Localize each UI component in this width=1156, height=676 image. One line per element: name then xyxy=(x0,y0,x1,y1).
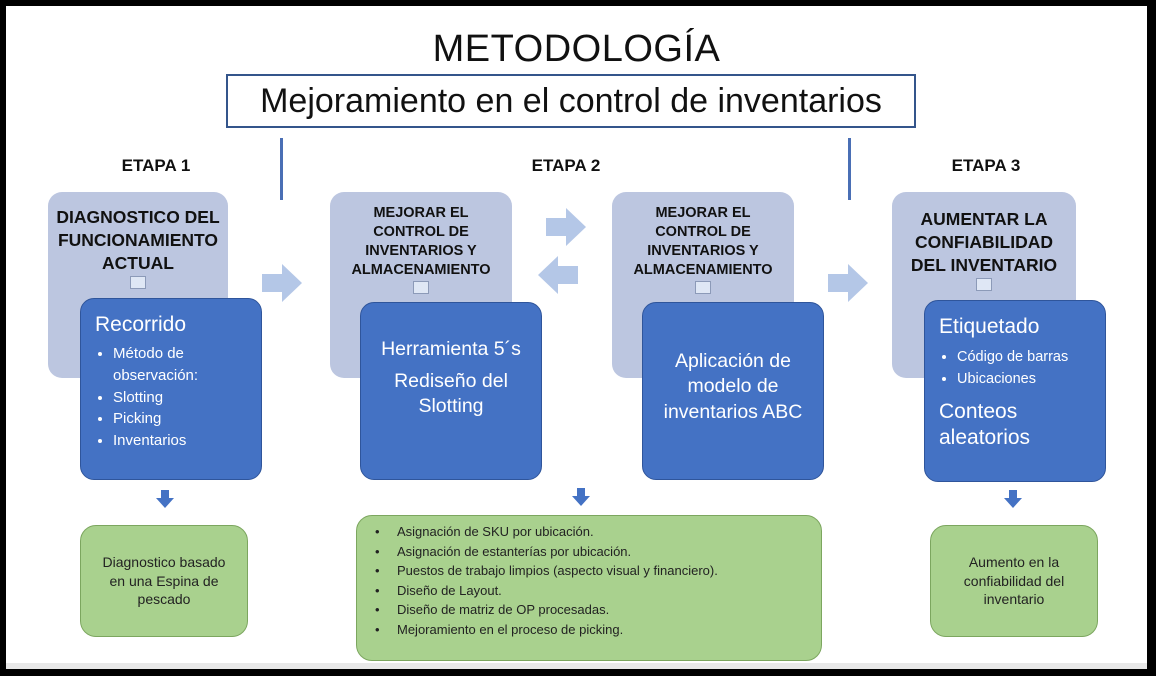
stage-3-heading: AUMENTAR LA CONFIABILIDAD DEL INVENTARIO xyxy=(910,209,1058,275)
list-item: •Asignación de SKU por ubicación. xyxy=(375,524,594,539)
list-item: Método de observación: xyxy=(113,343,251,387)
bottom-strip xyxy=(6,663,1147,669)
stage-1-label: ETAPA 1 xyxy=(121,156,191,175)
list-item: •Mejoramiento en el proceso de picking. xyxy=(375,621,624,637)
list-item: •Puestos de trabajo limpios (aspecto vis… xyxy=(375,563,718,578)
arrow-down-icon xyxy=(1004,490,1022,508)
list-item: Picking xyxy=(113,408,251,430)
stage-3-label: ETAPA 3 xyxy=(951,156,1021,175)
list-item: Ubicaciones xyxy=(957,369,1095,391)
slide: METODOLOGÍA Mejoramiento en el control d… xyxy=(6,6,1147,663)
stage-1-result: Diagnostico basado en una Espina de pesc… xyxy=(102,553,226,608)
list-item: •Diseño de Layout. xyxy=(375,582,502,598)
subtitle-text: Mejoramiento en el control de inventario… xyxy=(260,81,882,120)
subtitle-box: Mejoramiento en el control de inventario… xyxy=(226,74,916,128)
stage-2-result-box: •Asignación de SKU por ubicación. •Asign… xyxy=(356,515,822,661)
list-item: •Asignación de estanterías por ubicación… xyxy=(375,543,632,559)
stage-2a-detail-line2: Rediseño del Slotting xyxy=(394,370,508,417)
arrow-left-icon xyxy=(538,256,578,294)
stage-3-detail-title-2: Conteos aleatorios xyxy=(939,399,1031,449)
stage-3-result-box: Aumento en la confiabilidad del inventar… xyxy=(930,525,1098,637)
stage-1-detail-title: Recorrido xyxy=(95,313,187,336)
image-placeholder-icon xyxy=(695,281,711,295)
stage-1-result-box: Diagnostico basado en una Espina de pesc… xyxy=(80,525,248,637)
stage-2b-detail-box: Aplicación de modelo de inventarios ABC xyxy=(642,302,824,480)
list-item: •Diseño de matriz de OP procesadas. xyxy=(375,602,610,617)
stage-2b-heading: MEJORAR EL CONTROL DE INVENTARIOS Y ALMA… xyxy=(633,205,773,278)
slide-title: METODOLOGÍA xyxy=(432,28,721,70)
stage-1-detail-box: Recorrido Método de observación: Slottin… xyxy=(80,298,262,480)
stage-2a-heading: MEJORAR EL CONTROL DE INVENTARIOS Y ALMA… xyxy=(351,205,491,278)
arrow-down-icon xyxy=(156,490,174,508)
image-placeholder-icon xyxy=(413,281,429,295)
list-item: Slotting xyxy=(113,387,251,409)
list-item: Inventarios xyxy=(113,430,251,452)
stage-2b-detail: Aplicación de modelo de inventarios ABC xyxy=(663,350,803,423)
stage-2a-detail-line1: Herramienta 5´s xyxy=(381,338,521,360)
connector-line-right xyxy=(848,138,851,200)
stage-3-detail-title: Etiquetado xyxy=(939,315,1040,338)
stage-3-detail-box: Etiquetado Código de barras Ubicaciones … xyxy=(924,300,1106,482)
stage-3-result: Aumento en la confiabilidad del inventar… xyxy=(963,553,1065,608)
arrow-right-icon xyxy=(262,264,302,302)
image-placeholder-icon xyxy=(976,278,992,292)
image-placeholder-icon xyxy=(130,276,146,290)
connector-line-left xyxy=(280,138,283,200)
arrow-down-icon xyxy=(572,488,590,506)
stage-1-heading: DIAGNOSTICO DEL FUNCIONAMIENTO ACTUAL xyxy=(56,207,220,273)
stage-2-result-list: •Asignación de SKU por ubicación. •Asign… xyxy=(367,522,811,639)
arrow-right-icon xyxy=(546,208,586,246)
arrow-right-icon xyxy=(828,264,868,302)
stage-2a-detail-box: Herramienta 5´s Rediseño del Slotting xyxy=(360,302,542,480)
list-item: Código de barras xyxy=(957,347,1095,369)
stage-2-label: ETAPA 2 xyxy=(531,156,601,175)
